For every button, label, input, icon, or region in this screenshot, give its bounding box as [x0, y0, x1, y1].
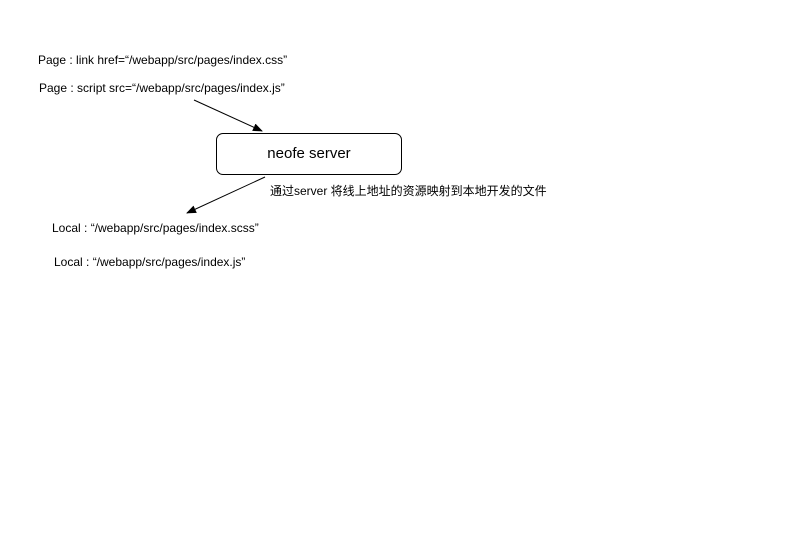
arrow-server-to-local: [186, 176, 266, 214]
page-js-reference: Page : script src=“/webapp/src/pages/ind…: [39, 81, 285, 95]
page-css-reference: Page : link href=“/webapp/src/pages/inde…: [38, 53, 288, 67]
server-node: neofe server: [216, 133, 402, 175]
local-scss-reference: Local : “/webapp/src/pages/index.scss”: [52, 221, 259, 235]
mapping-note: 通过server 将线上地址的资源映射到本地开发的文件: [270, 184, 547, 198]
arrow-page-to-server: [193, 99, 263, 132]
server-label: neofe server: [267, 145, 351, 162]
local-js-reference: Local : “/webapp/src/pages/index.js”: [54, 255, 246, 269]
